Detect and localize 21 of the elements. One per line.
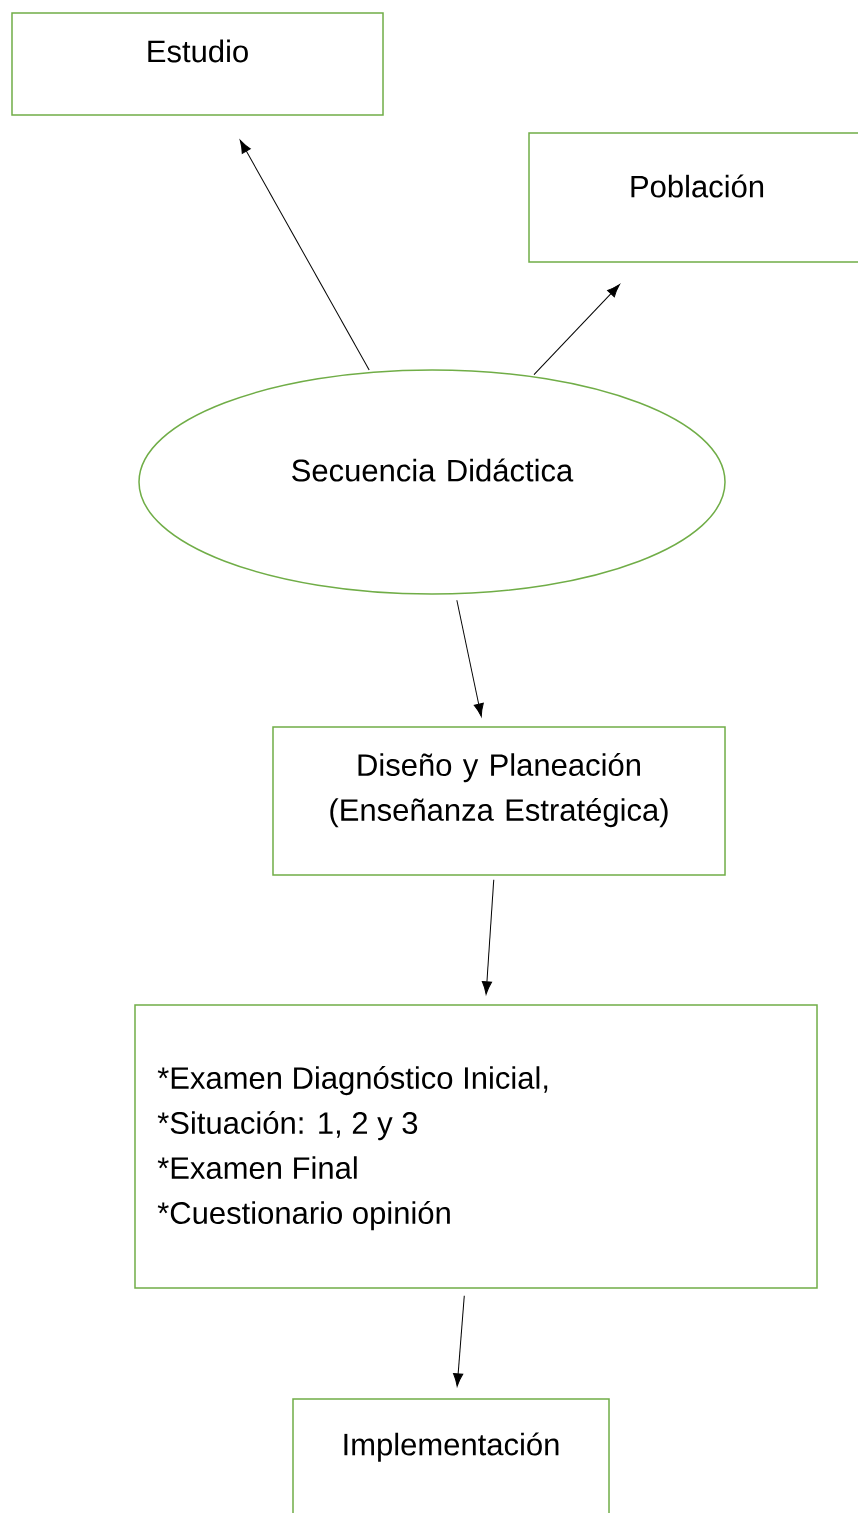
node-text: Implementación [344, 1432, 559, 1462]
arrow [456, 599, 484, 717]
node-text: Estudio [148, 39, 248, 63]
arrow [239, 139, 370, 371]
process-box [528, 132, 858, 263]
process-ellipse [138, 369, 726, 595]
list-text: *Examen Diagnóstico Inicial, *Situación: 1, 2 y 3 *Examen Final *Cuestionario opinión [157, 1065, 548, 1231]
node-label: *Situación: 1, 2 y 3 [157, 1110, 418, 1141]
process-box [292, 1398, 610, 1513]
node-text: Población [631, 174, 764, 198]
arrow [453, 1295, 465, 1387]
node-label: *Examen Final [157, 1156, 357, 1180]
arrow [533, 284, 620, 376]
node-label: *Cuestionario opinión [157, 1200, 450, 1231]
arrow [481, 879, 495, 995]
node-text: Secuencia Didáctica [292, 458, 574, 482]
process-box [272, 726, 726, 876]
node-text: Diseño y Planeación (Enseñanza Estratégica) [330, 752, 668, 828]
process-box [11, 12, 384, 116]
node-label: *Examen Diagnóstico Inicial, [157, 1065, 548, 1096]
process-box [134, 1004, 818, 1289]
